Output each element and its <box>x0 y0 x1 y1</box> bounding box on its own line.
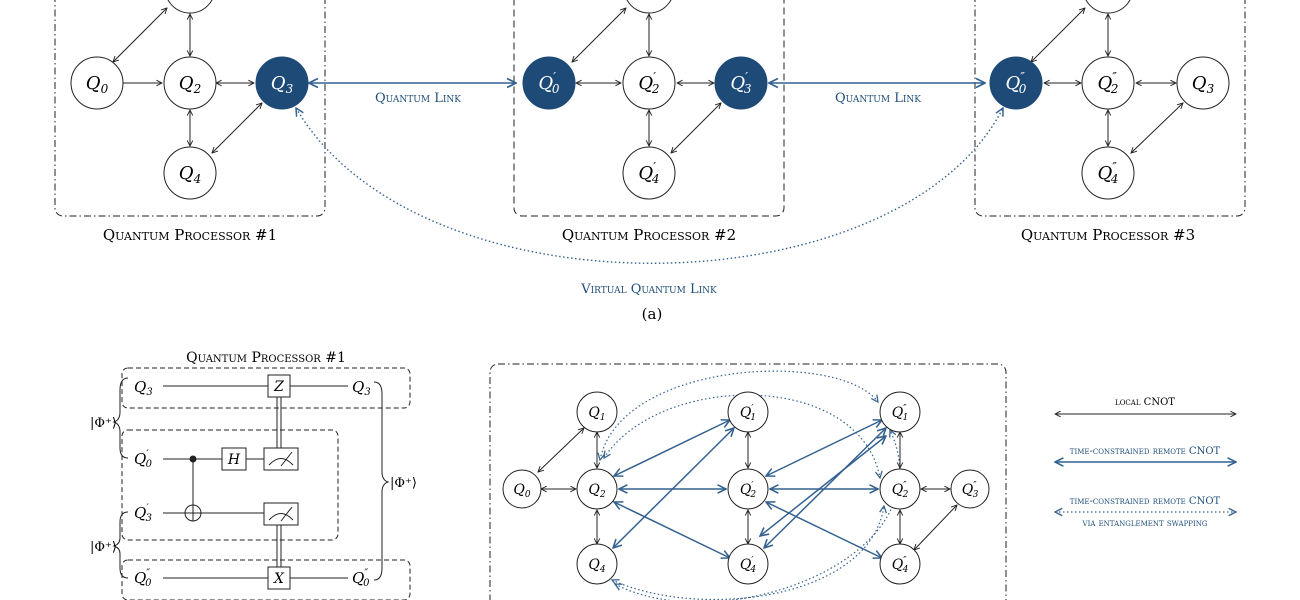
legend-swap-label-1: time-constrained remote CNOT <box>1070 496 1221 507</box>
graph-node-q0: Q0 <box>502 469 542 509</box>
svg-text:Q″4: Q″4 <box>1098 160 1119 186</box>
bell-state-left-top: |Φ⁺⟩ <box>90 416 117 431</box>
gate-x-label: X <box>273 571 285 587</box>
svg-text:Q″4: Q″4 <box>892 556 909 575</box>
local-edge <box>538 428 584 472</box>
edge <box>572 8 626 62</box>
graph-node-q3pp: Q″3 <box>950 469 990 509</box>
wire-label-q0pp: Q″0 <box>134 568 152 589</box>
edge <box>1031 8 1085 62</box>
graph-node-q2pp: Q″2 <box>879 468 921 510</box>
edge <box>1131 103 1183 153</box>
svg-text:Q′4: Q′4 <box>740 556 757 575</box>
node-q2: Q2 <box>163 56 217 110</box>
gate-z-label: Z <box>273 379 284 395</box>
legend-swap-label-2: via entanglement swapping <box>1082 518 1208 529</box>
graph-node-q1pp: Q″1 <box>879 391 921 433</box>
processor-label-1: Quantum Processor #1 <box>103 226 277 244</box>
graph-node-q4pp: Q″4 <box>879 543 921 585</box>
bell-brace-right <box>373 381 390 581</box>
node-q3-prime-active: Q′3 <box>714 56 768 110</box>
gate-x-box <box>267 566 291 590</box>
edge <box>212 103 262 153</box>
svg-text:Q″0: Q″0 <box>1006 70 1027 96</box>
processor-label-3: Quantum Processor #3 <box>1021 226 1195 244</box>
svg-text:Q′4: Q′4 <box>638 160 659 186</box>
processor-box-3 <box>974 0 1246 217</box>
svg-text:Q′2: Q′2 <box>638 70 659 96</box>
graph-node-q2: Q2 <box>576 468 618 510</box>
node-q2-dprime: Q″2 <box>1081 56 1135 110</box>
node-q3-active: Q3 <box>255 56 309 110</box>
node-q0-dprime-active: Q″0 <box>989 56 1043 110</box>
wire-label-q0p: Q′0 <box>134 449 153 470</box>
bell-brace-top <box>112 377 129 459</box>
svg-text:Q′3: Q′3 <box>730 70 752 96</box>
part-a: Quantum Link Quantum Link Virtual Quantu… <box>54 0 1246 323</box>
remote-edge <box>760 436 886 536</box>
node-top-partial-3 <box>1085 0 1131 14</box>
wire-label-q3p: Q′3 <box>134 503 152 524</box>
legend: local CNOT time-constrained remote CNOT … <box>1055 397 1236 529</box>
remote-edge <box>614 502 730 558</box>
graph-node-q4: Q4 <box>576 543 618 585</box>
bell-brace-bottom <box>112 511 129 579</box>
circuit-box-middle <box>121 429 339 541</box>
node-q4: Q4 <box>163 146 217 200</box>
edge <box>671 103 721 153</box>
remote-edge <box>766 502 882 558</box>
processor-box-1 <box>54 0 326 217</box>
svg-text:Q′0: Q′0 <box>538 70 560 96</box>
svg-text:Q″2: Q″2 <box>892 481 909 500</box>
virtual-link-label: Virtual Quantum Link <box>580 282 717 297</box>
wire-out-label-q0pp: Q″0 <box>352 568 370 589</box>
wire-out-label-q3: Q3 <box>352 378 371 398</box>
node-top-partial-1 <box>167 0 213 14</box>
svg-text:Q″2: Q″2 <box>1098 70 1119 96</box>
svg-text:Q″3: Q″3 <box>962 481 979 500</box>
svg-text:Q″1: Q″1 <box>892 404 909 423</box>
swap-curve <box>612 506 884 600</box>
gate-h-box <box>221 447 247 471</box>
svg-text:Q′1: Q′1 <box>740 404 756 423</box>
graph-node-q2p: Q′2 <box>727 468 769 510</box>
graph-node-q1p: Q′1 <box>727 391 769 433</box>
local-edge <box>914 505 957 550</box>
measure-q0p <box>263 447 299 471</box>
svg-text:Q′2: Q′2 <box>740 481 757 500</box>
graph-node-q4p: Q′4 <box>727 543 769 585</box>
node-q2-prime: Q′2 <box>622 56 676 110</box>
edge <box>113 8 167 62</box>
circuit-box-top <box>121 367 411 409</box>
processor-label-2: Quantum Processor #2 <box>562 226 736 244</box>
node-q4-dprime: Q″4 <box>1081 146 1135 200</box>
processor-box-2 <box>513 0 785 217</box>
gate-h-label: H <box>227 452 241 468</box>
legend-local-label: local CNOT <box>1115 397 1175 408</box>
quantum-link-label-2: Quantum Link <box>835 91 921 106</box>
gate-z-box <box>267 374 291 398</box>
legend-remote-label: time-constrained remote CNOT <box>1070 446 1221 457</box>
part-b-graph: Q1 Q0 Q2 Q4 Q′1 Q′2 Q′4 Q″1 Q″2 Q″3 Q″4 <box>489 363 1007 600</box>
node-q0-prime-active: Q′0 <box>522 56 576 110</box>
bell-state-right: |Φ⁺⟩ <box>390 476 417 491</box>
virtual-quantum-link-curve <box>296 108 1003 264</box>
node-top-partial-2 <box>626 0 672 14</box>
graph-box <box>489 363 1007 600</box>
node-q3-p3: Q3 <box>1176 56 1230 110</box>
circuit-title: Quantum Processor #1 <box>186 350 346 366</box>
node-q4-prime: Q′4 <box>622 146 676 200</box>
node-q0: Q0 <box>70 56 124 110</box>
graph-node-q1: Q1 <box>576 391 618 433</box>
caption-a: (a) <box>642 305 663 323</box>
part-b-circuit: Quantum Processor #1 |Φ⁺⟩ |Φ⁺⟩ |Φ⁺⟩ Q3 Q… <box>90 350 417 600</box>
bell-state-left-bottom: |Φ⁺⟩ <box>90 540 117 555</box>
quantum-link-label-1: Quantum Link <box>375 91 461 106</box>
wire-label-q3: Q3 <box>134 378 153 398</box>
circuit-box-bottom <box>121 559 411 600</box>
remote-edge <box>614 420 730 476</box>
measure-q3p <box>263 502 299 526</box>
